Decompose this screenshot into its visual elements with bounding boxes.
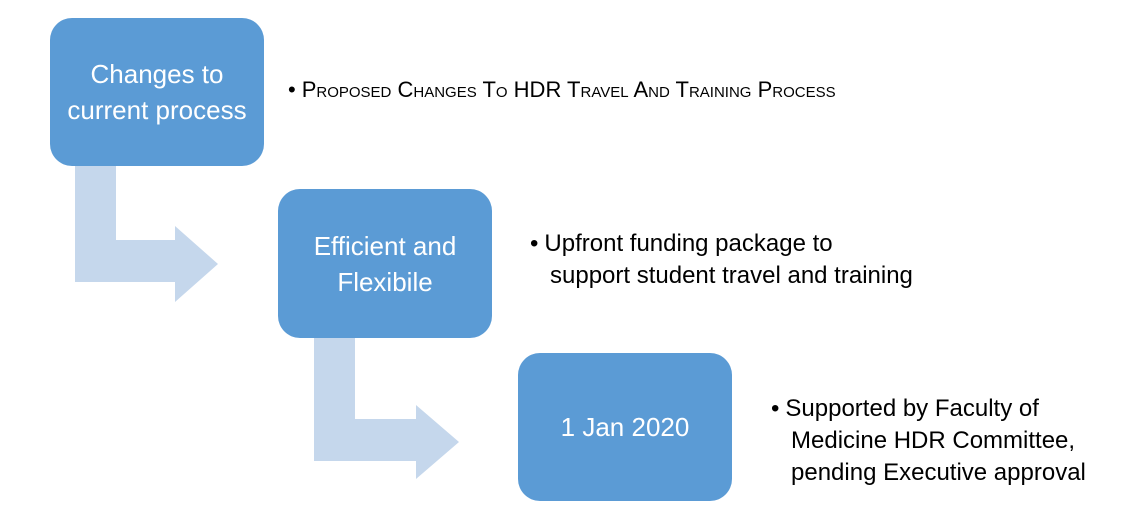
step-3-bullet-line-1: Supported by Faculty of bbox=[785, 395, 1039, 422]
step-box-1: Changes to current process bbox=[50, 18, 264, 166]
step-box-2: Efficient and Flexibile bbox=[278, 189, 492, 338]
step-3-bullet-line-3: pending Executive approval bbox=[791, 459, 1086, 486]
bullet-dot-icon: • bbox=[771, 395, 780, 422]
step-box-2-label: Efficient and Flexibile bbox=[313, 230, 457, 297]
step-2-bullet: •Upfront funding package to support stud… bbox=[530, 228, 913, 292]
step-3-bullet: •Supported by Faculty of Medicine HDR Co… bbox=[771, 393, 1086, 489]
step-box-3: 1 Jan 2020 bbox=[518, 353, 732, 501]
step-2-bullet-line-1: Upfront funding package to bbox=[544, 230, 833, 257]
step-box-1-label: Changes to current process bbox=[67, 59, 247, 125]
bent-arrow-2 bbox=[314, 338, 459, 479]
bent-arrow-1 bbox=[75, 166, 218, 302]
step-2-bullet-line-2: support student travel and training bbox=[550, 262, 913, 289]
step-1-bullet: •Proposed Changes To HDR Travel And Trai… bbox=[288, 74, 836, 106]
bullet-dot-icon: • bbox=[530, 230, 539, 257]
step-3-bullet-line-2: Medicine HDR Committee, bbox=[791, 427, 1076, 454]
step-box-3-label: 1 Jan 2020 bbox=[560, 412, 690, 442]
bullet-dot-icon: • bbox=[288, 77, 296, 102]
step-1-bullet-line-1: Proposed Changes To HDR Travel And Train… bbox=[301, 77, 836, 102]
